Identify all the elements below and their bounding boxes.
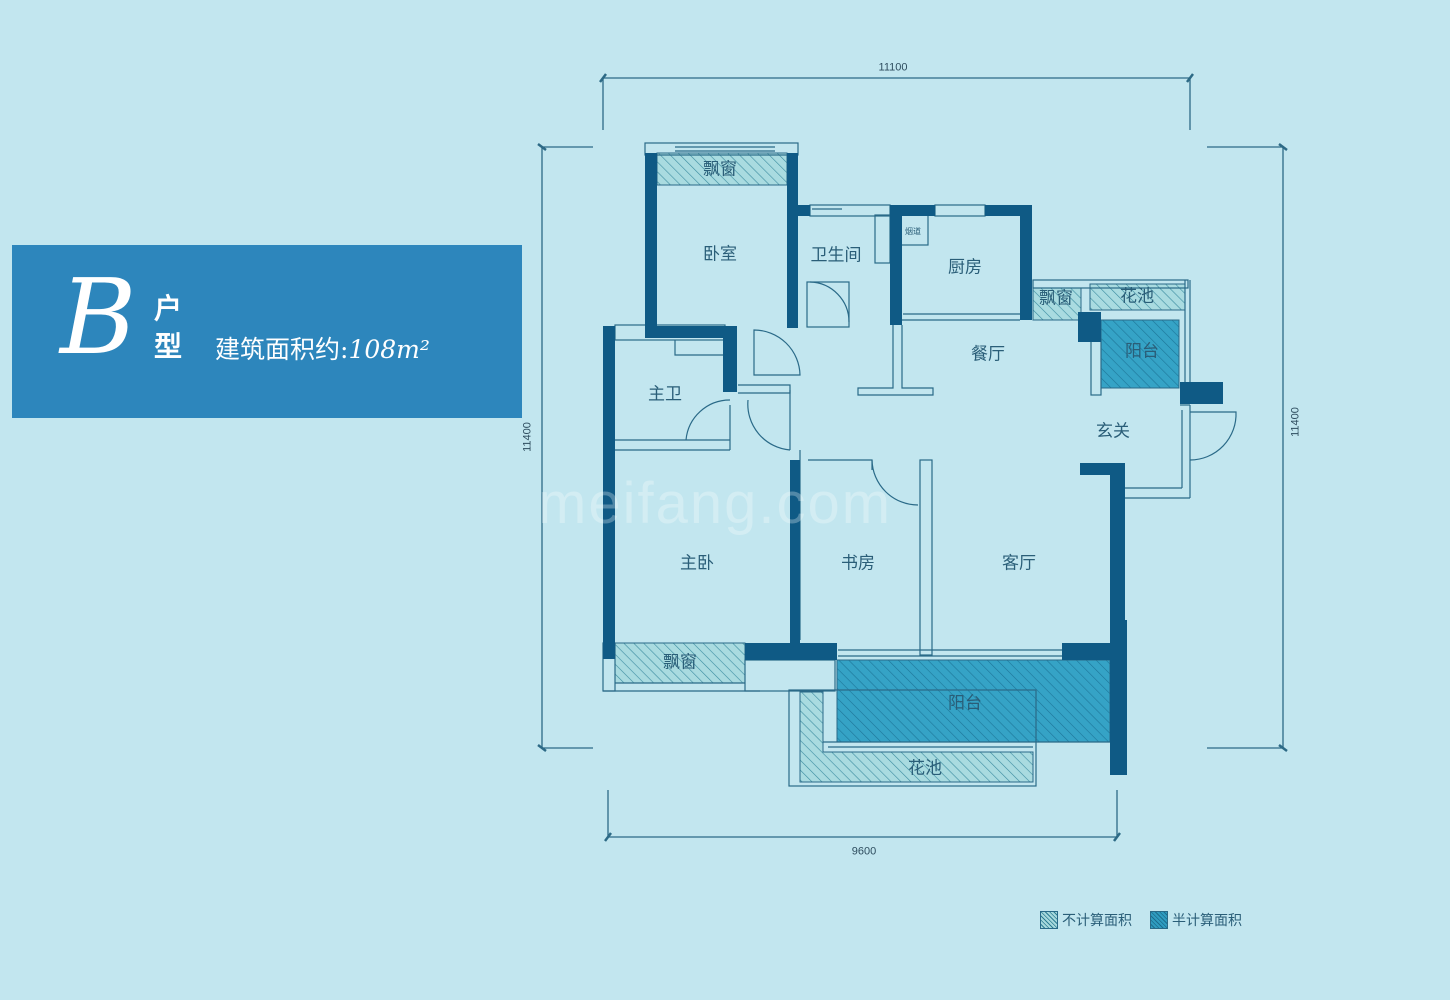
room-bay-window-kitchen: 飘窗	[1039, 288, 1073, 309]
area-value: 108m²	[348, 335, 430, 364]
room-master-bedroom: 主卧	[680, 553, 714, 574]
legend: 不计算面积 半计算面积	[1040, 910, 1242, 930]
room-kitchen: 厨房	[948, 257, 982, 278]
dimension-bottom: 9600	[851, 845, 877, 858]
dimension-lines	[537, 73, 1288, 842]
room-flower-bed-top: 花池	[1120, 286, 1154, 307]
room-master-bath: 主卫	[648, 384, 682, 405]
dimension-top: 11100	[878, 61, 908, 74]
legend-item-not-counted: 不计算面积	[1040, 910, 1132, 930]
room-living: 客厅	[1002, 553, 1036, 574]
unit-word-2: 型	[154, 330, 183, 363]
room-bedroom: 卧室	[703, 244, 737, 265]
room-flue: 烟道	[905, 227, 921, 236]
area-label: 建筑面积约:	[215, 335, 349, 364]
walls	[603, 153, 1223, 775]
hatch-light-swatch-icon	[1040, 911, 1058, 929]
room-balcony-large: 阳台	[948, 693, 982, 714]
unit-word-1: 户	[154, 292, 183, 325]
dimension-right: 11400	[1289, 407, 1302, 437]
room-balcony-small: 阳台	[1125, 341, 1159, 362]
unit-letter: B	[60, 256, 137, 378]
legend-label-half-counted: 半计算面积	[1172, 913, 1242, 929]
unit-type-banner: B 户 型 建筑面积约:108m²	[12, 245, 522, 418]
room-bathroom: 卫生间	[810, 245, 862, 266]
room-foyer: 玄关	[1096, 421, 1130, 442]
legend-label-not-counted: 不计算面积	[1062, 913, 1132, 929]
dimension-left: 11400	[521, 422, 534, 452]
area-text: 建筑面积约:108m²	[215, 337, 430, 362]
room-bay-window-top: 飘窗	[703, 159, 737, 180]
room-study: 书房	[841, 553, 875, 574]
room-dining: 餐厅	[971, 344, 1005, 365]
room-bay-window-bottom: 飘窗	[663, 652, 697, 673]
thin-lines	[602, 142, 1237, 787]
watermark: meifang.com	[538, 471, 893, 536]
room-flower-bed-bottom: 花池	[908, 758, 942, 779]
legend-item-half-counted: 半计算面积	[1150, 910, 1242, 930]
hatch-dark-swatch-icon	[1150, 911, 1168, 929]
